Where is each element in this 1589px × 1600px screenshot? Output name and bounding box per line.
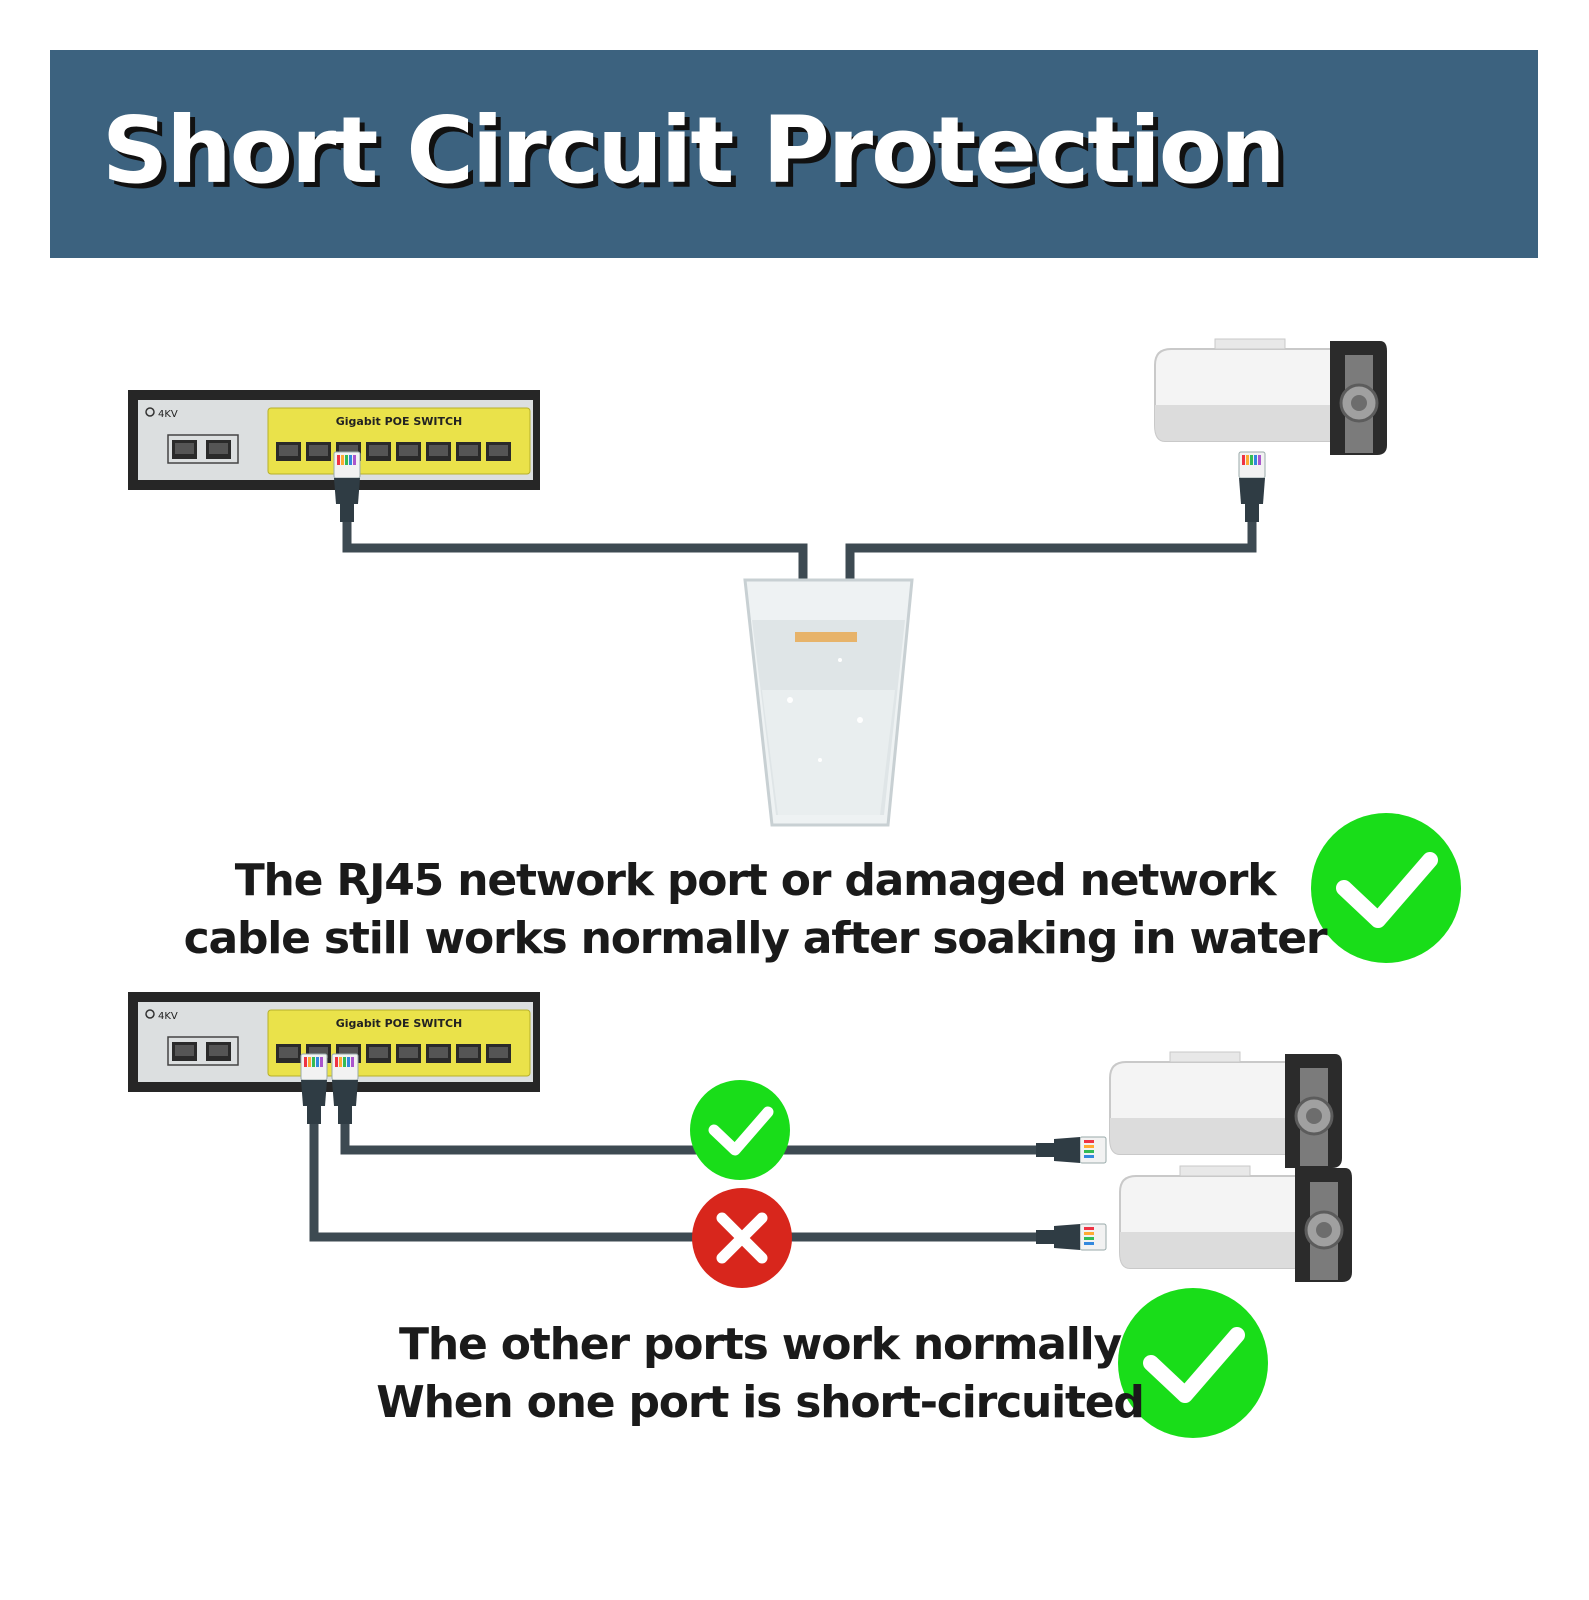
water-caption: The RJ45 network port or damaged network… <box>180 852 1330 968</box>
water-caption-line-2: cable still works normally after soaking… <box>183 913 1328 964</box>
water-caption-line-1: The RJ45 network port or damaged network <box>234 855 1277 906</box>
plug-camera-top <box>1238 451 1266 523</box>
switch-brand-label: 4KV <box>158 409 178 420</box>
camera-bottom-upper <box>1108 1050 1344 1170</box>
plug-camera-upper <box>1035 1136 1107 1164</box>
title-banner: Short Circuit Protection <box>50 50 1538 258</box>
poe-switch-top: 4KV Gigabit POE SWITCH <box>127 389 541 491</box>
short-result-check-icon <box>1118 1288 1268 1438</box>
switch-model-label: Gigabit POE SWITCH <box>336 1017 463 1030</box>
page-title: Short Circuit Protection <box>102 97 1285 204</box>
short-caption-line-2: When one port is short-circuited <box>376 1377 1145 1428</box>
camera-bottom-lower <box>1118 1164 1354 1284</box>
plug-camera-lower <box>1035 1223 1107 1251</box>
line-ok-check-icon <box>690 1080 790 1180</box>
line-fail-cross-icon <box>692 1188 792 1288</box>
poe-switch-bottom: 4KV Gigabit POE SWITCH <box>127 991 541 1093</box>
cable-switch-to-glass <box>342 480 808 636</box>
water-glass-icon <box>743 578 914 827</box>
camera-top <box>1153 337 1389 457</box>
plug-switch-port-3 <box>331 1053 359 1125</box>
plug-switch-top <box>333 451 361 523</box>
short-circuit-caption: The other ports work normally When one p… <box>360 1316 1160 1432</box>
plug-switch-port-2 <box>300 1053 328 1125</box>
cable-short-circuit-port <box>309 1110 1040 1242</box>
scenario-water: 4KV Gigabit POE SWITCH <box>127 337 1461 963</box>
water-result-check-icon <box>1311 813 1461 963</box>
switch-model-label: Gigabit POE SWITCH <box>336 415 463 428</box>
short-caption-line-1: The other ports work normally <box>399 1319 1122 1370</box>
switch-brand-label: 4KV <box>158 1011 178 1022</box>
scenario-short-circuit: 4KV Gigabit POE SWITCH <box>127 991 1354 1438</box>
